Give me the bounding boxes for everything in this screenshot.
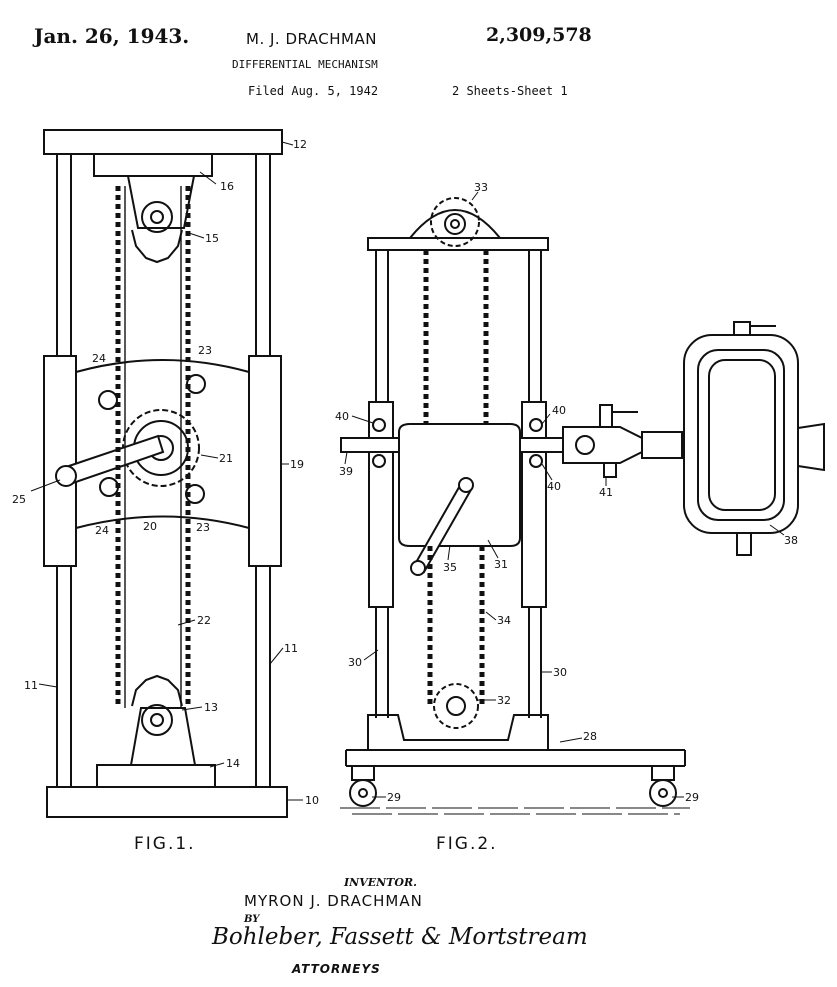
fig1-right-slide — [248, 355, 282, 567]
fig1-ref: 19 — [290, 458, 304, 471]
fig1-ref: 13 — [204, 701, 218, 714]
fig2-ref: 38 — [784, 534, 798, 547]
fig2-bolt-40b — [529, 418, 543, 432]
fig2-ref: 29 — [685, 791, 699, 804]
fig1-ref: 14 — [226, 757, 240, 770]
fig2-ref: 28 — [583, 730, 597, 743]
patent-title: DIFFERENTIAL MECHANISM — [232, 58, 378, 71]
fig1-ref: 25 — [12, 493, 26, 506]
fig1-ref: 11 — [284, 642, 298, 655]
attorneys-label: ATTORNEYS — [292, 962, 381, 976]
fig2-frame — [340, 197, 825, 807]
attorneys-signature: Bohleber, Fassett & Mortstream — [212, 924, 588, 950]
fig2-top-bracket — [367, 237, 549, 251]
inventor-name: MYRON J. DRACHMAN — [244, 892, 423, 910]
fig2-ref: 32 — [497, 694, 511, 707]
fig2-ref: 40 — [547, 480, 561, 493]
fig2-caster-left — [349, 779, 377, 807]
fig1-bottom-sprocket-hub — [141, 704, 173, 736]
fig1-bolt-24a — [98, 390, 118, 410]
fig1-ref: 21 — [219, 452, 233, 465]
fig1-leader-lines — [30, 141, 303, 801]
fig2-leader-lines — [344, 191, 785, 798]
fig2-ref: 40 — [552, 404, 566, 417]
fig1-chain — [115, 186, 191, 708]
fig2-ref: 31 — [494, 558, 508, 571]
fig2-coupling — [641, 431, 683, 459]
fig2-right-slide — [521, 401, 547, 608]
fig1-ref: 20 — [143, 520, 157, 533]
fig2-bolt-40c — [372, 454, 386, 468]
fig2-ref: 39 — [339, 465, 353, 478]
fig2-bottom-sprocket — [433, 683, 479, 729]
fig1-caption: FIG.1. — [134, 834, 196, 854]
fig2-bottom-bracket — [367, 714, 549, 750]
fig1-ref: 15 — [205, 232, 219, 245]
by-label: BY — [244, 914, 260, 925]
fig1-ref: 22 — [197, 614, 211, 627]
fig2-chain — [423, 250, 489, 704]
fig2-ref: 40 — [335, 410, 349, 423]
patent-date: Jan. 26, 1943. — [34, 24, 190, 48]
inventor-label: INVENTOR. — [344, 876, 417, 889]
fig2-left-slide — [368, 401, 394, 608]
fig2-caster-right — [649, 779, 677, 807]
fig1-ref: 24 — [95, 524, 109, 537]
fig2-floor — [340, 807, 690, 815]
fig1-top-sprocket — [131, 229, 183, 264]
fig2-ref: 41 — [599, 486, 613, 499]
fig1-ref: 11 — [24, 679, 38, 692]
fig2-ref: 30 — [348, 656, 362, 669]
fig1-ref: 23 — [196, 521, 210, 534]
fig1-bottom-bracket — [96, 764, 216, 788]
fig2-ref: 35 — [443, 561, 457, 574]
fig2-ref: 30 — [553, 666, 567, 679]
fig1-ref: 12 — [293, 138, 307, 151]
fig2-bolt-40d — [529, 454, 543, 468]
fig2-caption: FIG.2. — [436, 834, 498, 854]
fig2-ref: 34 — [497, 614, 511, 627]
fig1-ref: 10 — [305, 794, 319, 807]
fig2-ref: 33 — [474, 181, 488, 194]
fig1-reference-numerals: 12 16 15 24 23 21 25 19 24 20 23 22 11 1… — [12, 138, 319, 807]
fig2-clevis — [562, 426, 643, 464]
fig1-ref: 23 — [198, 344, 212, 357]
fig2-top-sprocket — [430, 197, 480, 247]
fig1-top-sprocket-hub — [141, 201, 173, 233]
fig2-ref: 29 — [387, 791, 401, 804]
inventor-header: M. J. DRACHMAN — [246, 30, 377, 48]
patent-number: 2,309,578 — [486, 24, 592, 46]
sheet-count: 2 Sheets-Sheet 1 — [452, 84, 568, 98]
fig1-top-bracket — [93, 153, 213, 177]
filed-date: Filed Aug. 5, 1942 — [248, 84, 379, 98]
fig1-ref: 24 — [92, 352, 106, 365]
fig2-reference-numerals: 33 40 40 39 40 41 35 31 38 34 30 30 32 2… — [335, 181, 798, 804]
fig1-bottom-sprocket — [131, 674, 183, 707]
fig2-housing-38 — [683, 334, 799, 534]
fig2-bolt-40a — [372, 418, 386, 432]
fig1-ref: 16 — [220, 180, 234, 193]
